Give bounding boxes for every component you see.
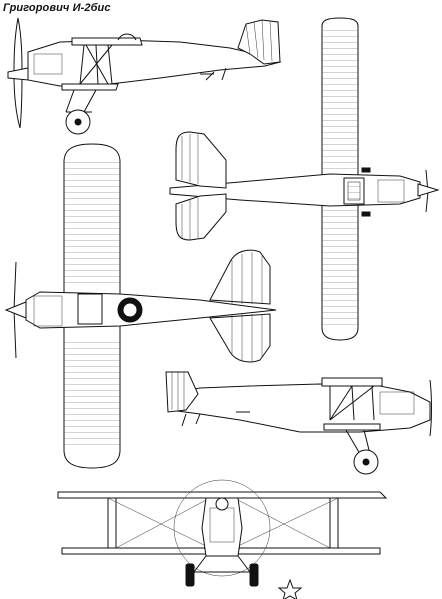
strut-fitting-upper xyxy=(361,167,371,173)
undercarriage-front xyxy=(193,555,251,573)
front-view xyxy=(57,479,388,587)
lower-wing-front-right xyxy=(232,547,381,555)
wheel-front-left xyxy=(185,563,195,587)
stabilizer-ribs xyxy=(181,134,199,240)
engine-top xyxy=(377,179,405,203)
strut-fitting-lower xyxy=(361,211,371,217)
tail-fin-side xyxy=(237,19,281,65)
fuselage-side-right xyxy=(169,383,431,433)
wing-ribs-lower-left xyxy=(64,340,120,450)
propeller-side xyxy=(13,17,23,129)
stabilizer-ribs-left xyxy=(231,252,263,362)
tail-skid xyxy=(205,67,227,81)
top-view-left xyxy=(4,143,277,469)
side-view-right xyxy=(165,371,432,475)
cowl-front xyxy=(215,497,229,511)
engine-top-left xyxy=(33,295,63,327)
upper-wing-ribs-top xyxy=(322,26,358,174)
wheel-front-right xyxy=(249,563,259,587)
stabilizer-upper xyxy=(175,131,227,189)
star-marking-icon xyxy=(277,578,303,599)
struts-right xyxy=(329,385,375,421)
top-view-right xyxy=(169,17,440,341)
propeller-side-right xyxy=(429,379,432,437)
spinner-side xyxy=(7,67,29,81)
wheel-hub xyxy=(74,118,82,126)
cockpit-ring xyxy=(122,302,138,318)
cockpit-top-left xyxy=(77,293,103,325)
stabilizer-upper-left xyxy=(209,249,271,305)
fin-ribs xyxy=(245,19,273,62)
windscreen xyxy=(117,33,137,41)
stabilizer-lower-left xyxy=(209,313,271,363)
wing-ribs-upper-left xyxy=(64,162,120,288)
engine-cowl xyxy=(33,53,63,75)
undercarriage-struts xyxy=(65,89,97,113)
engine-side-right xyxy=(379,391,415,415)
lower-wing-side-right xyxy=(323,423,381,431)
interplane-struts xyxy=(107,498,339,548)
fin-ribs-right xyxy=(171,372,185,410)
cabane-cross xyxy=(79,44,113,85)
upper-wing-side xyxy=(71,37,143,46)
stabilizer-lower xyxy=(175,193,227,241)
spinner-top-left xyxy=(4,301,27,319)
spinner-top xyxy=(417,183,440,197)
tail-fin-right xyxy=(165,371,199,413)
tail-skid-right xyxy=(181,413,201,427)
aircraft-title: Григорович И-2бис xyxy=(3,2,111,14)
upper-wing-side-right xyxy=(321,377,383,387)
upper-wing-ribs-bottom xyxy=(322,208,358,328)
cockpit-seat xyxy=(347,181,361,201)
wheel-hub-right xyxy=(362,458,370,466)
bracing-wires xyxy=(107,497,339,549)
upper-wing-front xyxy=(57,491,388,499)
lower-wing-front-left xyxy=(61,547,212,555)
side-view-left xyxy=(7,17,282,135)
lower-wing-side xyxy=(61,83,119,91)
propeller-disk xyxy=(173,479,271,577)
